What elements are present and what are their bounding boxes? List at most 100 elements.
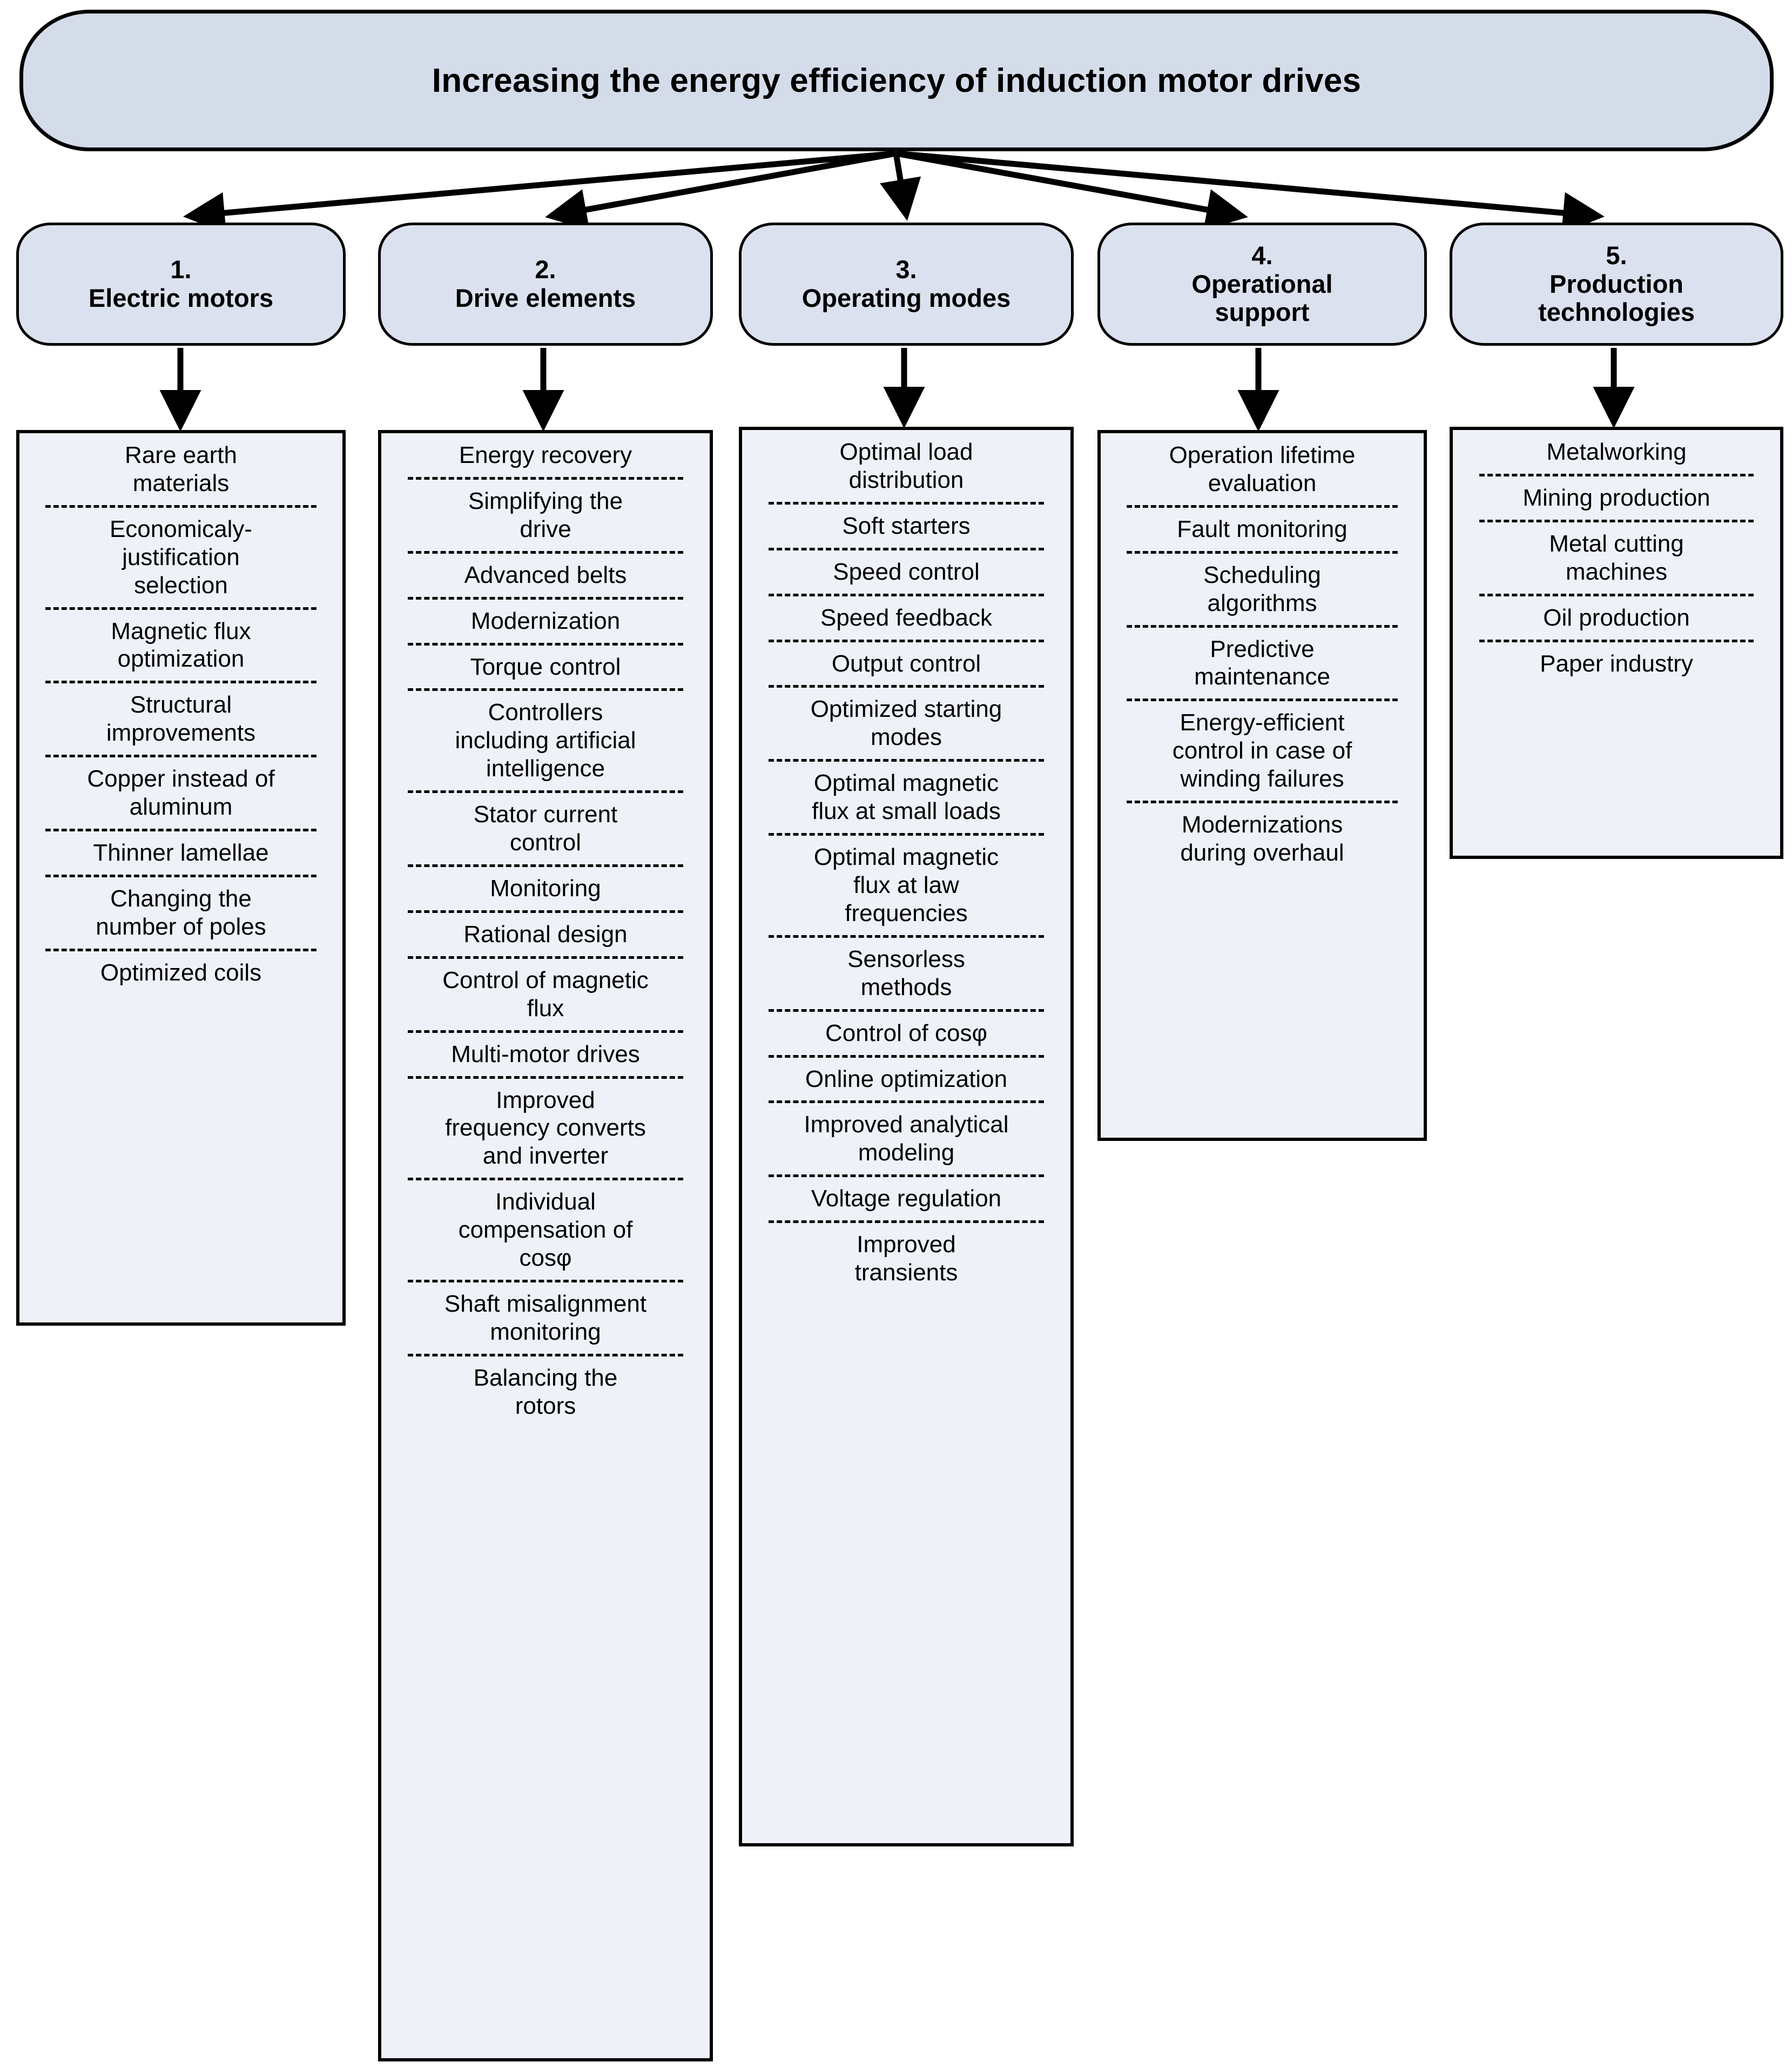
item-separator [768,1220,1045,1224]
list-item[interactable]: Paper industry [1540,650,1693,677]
list-item[interactable]: Modernization [470,607,621,634]
list-item[interactable]: Speed feedback [820,604,993,631]
item-separator [1127,801,1398,804]
list-item[interactable]: Output control [831,650,981,677]
list-item[interactable]: Improved analytical modeling [804,1111,1009,1166]
item-separator [407,864,684,867]
item-separator [407,550,684,554]
item-separator [768,501,1045,505]
list-item[interactable]: Copper instead of aluminum [87,765,275,821]
item-separator [768,833,1045,836]
item-separator [407,1178,684,1181]
list-item[interactable]: Shaft misalignment monitoring [444,1290,647,1345]
list-item[interactable]: Magnetic flux optimization [111,617,251,673]
item-separator [768,1054,1045,1058]
item-separator [1479,473,1754,476]
item-separator [45,828,316,831]
category-number: 3. [895,255,917,284]
item-separator [407,1279,684,1282]
list-item[interactable]: Individual compensation of cosφ [458,1188,633,1272]
list-item[interactable]: Online optimization [805,1065,1008,1092]
list-item[interactable]: Soft starters [842,512,971,539]
item-separator [407,910,684,913]
list-item[interactable]: Operation lifetime evaluation [1169,442,1356,496]
arrow-root-to-cat-3 [880,153,921,221]
list-item[interactable]: Fault monitoring [1177,515,1348,542]
item-separator [407,790,684,794]
category-box-electric-motors[interactable]: 1. Electric motors [16,223,346,346]
list-item[interactable]: Balancing the rotors [473,1364,618,1419]
list-item[interactable]: Optimized coils [100,959,262,986]
list-item[interactable]: Improved frequency converts and inverter [445,1086,646,1170]
item-separator [45,874,316,877]
list-item[interactable]: Control of magnetic flux [442,966,649,1022]
list-item[interactable]: Control of cosφ [825,1019,987,1046]
list-item[interactable]: Energy-efficient control in case of wind… [1172,709,1352,792]
list-item[interactable]: Predictive maintenance [1194,635,1330,690]
list-item[interactable]: Optimal magnetic flux at small loads [812,770,1001,825]
item-separator [407,1076,684,1079]
list-item[interactable]: Optimal load distribution [839,439,973,493]
category-label: Electric motors [88,284,274,312]
item-separator [407,596,684,600]
category-box-production-technologies[interactable]: 5. Production technologies [1450,223,1783,346]
category-label: Operating modes [801,284,1011,312]
arrow-root-to-cat-1 [183,150,897,234]
item-separator [768,759,1045,762]
list-item[interactable]: Advanced belts [464,561,627,588]
item-separator [1127,505,1398,508]
item-separator [1479,593,1754,596]
list-item[interactable]: Thinner lamellae [93,839,269,866]
list-item[interactable]: Optimal magnetic flux at law frequencies [813,844,999,926]
item-separator [407,688,684,691]
item-separator [768,685,1045,688]
list-item[interactable]: Monitoring [490,875,601,902]
list-item[interactable]: Mining production [1522,484,1710,511]
list-item[interactable]: Simplifying the drive [468,487,623,542]
category-label: Operational support [1191,269,1333,327]
item-separator [45,607,316,610]
category-number: 1. [170,255,192,284]
list-item[interactable]: Sensorless methods [847,945,965,1000]
list-item[interactable]: Multi-motor drives [451,1040,640,1067]
item-separator [407,642,684,646]
item-separator [768,935,1045,938]
item-separator [407,956,684,959]
list-item[interactable]: Voltage regulation [811,1185,1002,1212]
list-item[interactable]: Rational design [463,921,628,948]
category-number: 2. [535,255,556,284]
item-separator [407,1030,684,1033]
list-item[interactable]: Improved transients [854,1231,958,1286]
item-separator [45,755,316,758]
list-item[interactable]: Changing the number of poles [96,885,266,940]
list-item[interactable]: Optimized starting modes [810,696,1002,751]
list-item[interactable]: Energy recovery [459,442,632,468]
diagram-title: Increasing the energy efficiency of indu… [432,62,1362,99]
list-item[interactable]: Controllers including artificial intelli… [455,699,636,782]
list-item[interactable]: Speed control [833,558,980,585]
category-label: Drive elements [455,284,636,312]
list-item[interactable]: Metalworking [1546,439,1687,465]
list-item[interactable]: Modernizations during overhaul [1180,811,1344,866]
list-item[interactable]: Stator current control [473,801,618,856]
list-item[interactable]: Structural improvements [106,691,256,747]
item-separator [407,476,684,480]
category-label: Production technologies [1538,269,1695,327]
list-item[interactable]: Scheduling algorithms [1203,561,1321,616]
list-item[interactable]: Rare earth materials [125,442,237,496]
list-item[interactable]: Economicaly- justification selection [109,515,253,599]
list-item[interactable]: Oil production [1543,604,1690,631]
list-item[interactable]: Metal cutting machines [1549,530,1684,585]
category-box-operating-modes[interactable]: 3. Operating modes [739,223,1074,346]
category-box-drive-elements[interactable]: 2. Drive elements [378,223,713,346]
list-item[interactable]: Torque control [470,653,621,680]
category-box-operational-support[interactable]: 4. Operational support [1097,223,1427,346]
item-separator [1479,639,1754,642]
item-separator [768,547,1045,550]
item-separator [768,1174,1045,1178]
